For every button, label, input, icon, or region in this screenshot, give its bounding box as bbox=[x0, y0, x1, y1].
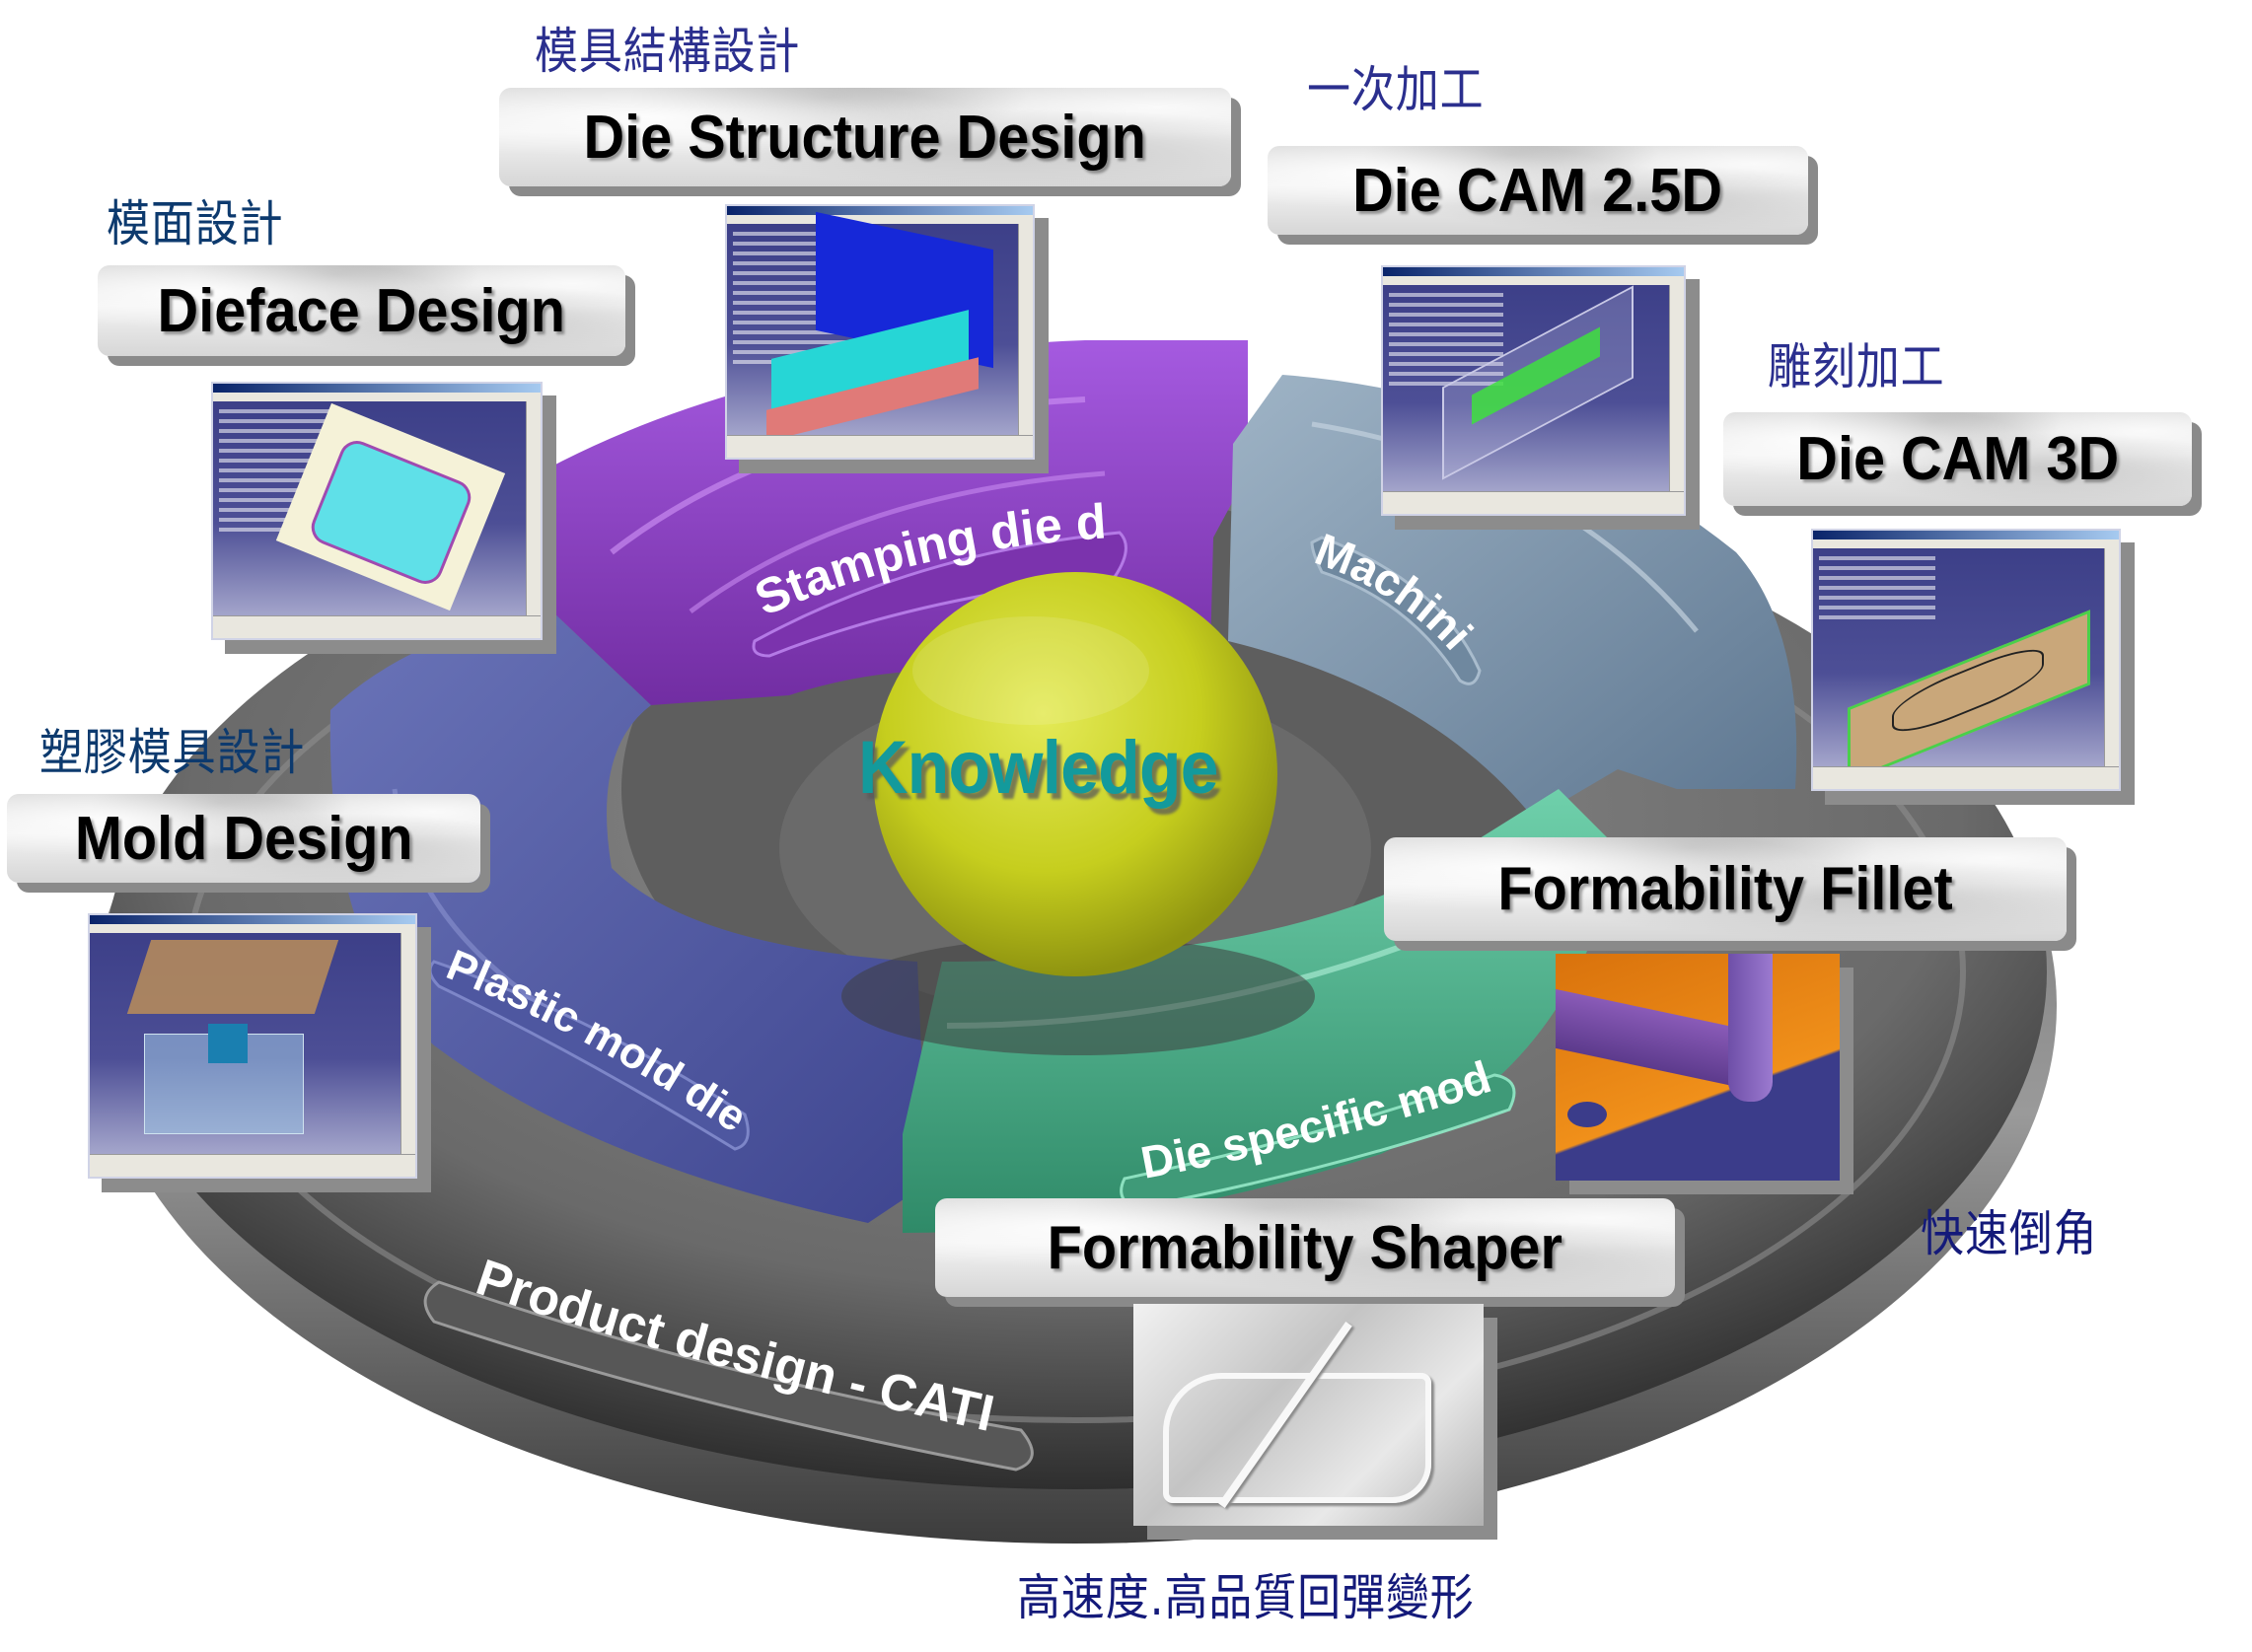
caption-dieface: 模面設計 bbox=[107, 195, 284, 252]
module-title: Die Structure Design bbox=[583, 103, 1147, 172]
thumbnail-formability-shaper bbox=[1133, 1304, 1484, 1526]
thumbnail-die-cam-25d bbox=[1381, 265, 1686, 516]
caption-formability-shaper: 高速度.高品質回彈變形 bbox=[1017, 1569, 1475, 1626]
caption-formability-fillet: 快速倒角 bbox=[1921, 1205, 2098, 1262]
knowledge-sphere bbox=[873, 572, 1277, 976]
module-die-cam-3d[interactable]: Die CAM 3D bbox=[1723, 412, 2192, 506]
module-formability-fillet[interactable]: Formability Fillet bbox=[1384, 837, 2067, 941]
module-title: Formability Shaper bbox=[1047, 1213, 1563, 1282]
caption-die-structure: 模具結構設計 bbox=[535, 23, 801, 80]
module-title: Dieface Design bbox=[157, 276, 566, 345]
module-formability-shaper[interactable]: Formability Shaper bbox=[935, 1198, 1675, 1297]
thumbnail-mold bbox=[88, 913, 417, 1179]
module-title: Formability Fillet bbox=[1497, 855, 1953, 923]
module-mold[interactable]: Mold Design bbox=[7, 794, 480, 883]
caption-die-cam-25d: 一次加工 bbox=[1307, 61, 1485, 118]
module-dieface[interactable]: Dieface Design bbox=[98, 265, 625, 356]
thumbnail-die-structure bbox=[725, 204, 1035, 460]
product-label-slot bbox=[423, 1280, 1034, 1472]
thumbnail-formability-fillet bbox=[1556, 954, 1840, 1181]
module-title: Die CAM 3D bbox=[1796, 425, 2119, 493]
caption-mold: 塑膠模具設計 bbox=[39, 724, 306, 781]
module-title: Mold Design bbox=[74, 804, 413, 873]
center-label: Knowledge bbox=[858, 726, 1219, 810]
thumbnail-die-cam-3d bbox=[1811, 529, 2121, 791]
caption-die-cam-3d: 雕刻加工 bbox=[1768, 338, 1945, 395]
ring-segment-plastic bbox=[329, 611, 927, 1223]
module-title: Die CAM 2.5D bbox=[1352, 156, 1723, 225]
module-die-cam-25d[interactable]: Die CAM 2.5D bbox=[1268, 146, 1808, 235]
module-die-structure[interactable]: Die Structure Design bbox=[499, 88, 1231, 186]
thumbnail-dieface bbox=[211, 382, 543, 640]
sphere-shadow bbox=[841, 937, 1315, 1055]
